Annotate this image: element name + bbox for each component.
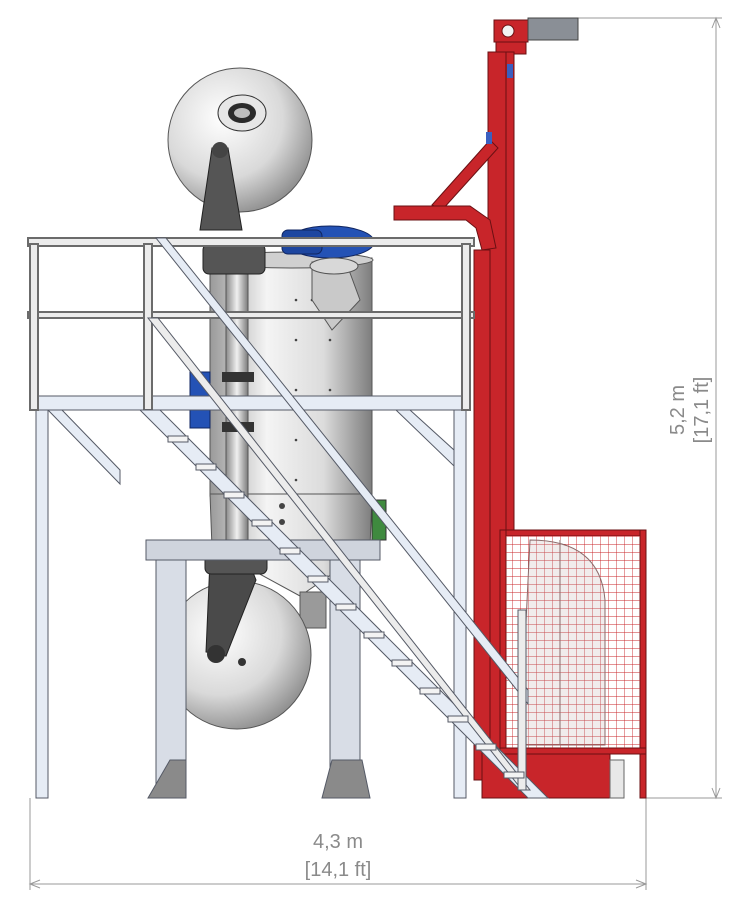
blue-sensor [507, 64, 513, 78]
height-imperial-label: [17,1 ft] [691, 377, 713, 444]
height-dimension [560, 16, 722, 800]
platform-railing [27, 237, 475, 411]
base-plate [609, 759, 625, 799]
height-metric-label: 5,2 m [667, 385, 689, 435]
width-metric-label: 4,3 m [313, 831, 363, 853]
width-imperial-label: [14,1 ft] [305, 859, 372, 881]
top-drive-motor [527, 17, 579, 41]
blue-sensor-2 [486, 132, 492, 144]
width-dimension [28, 798, 648, 890]
cage-contents [519, 539, 606, 746]
support-structure [29, 395, 471, 799]
staircase [138, 237, 550, 799]
upper-sphere-tank [167, 67, 313, 231]
